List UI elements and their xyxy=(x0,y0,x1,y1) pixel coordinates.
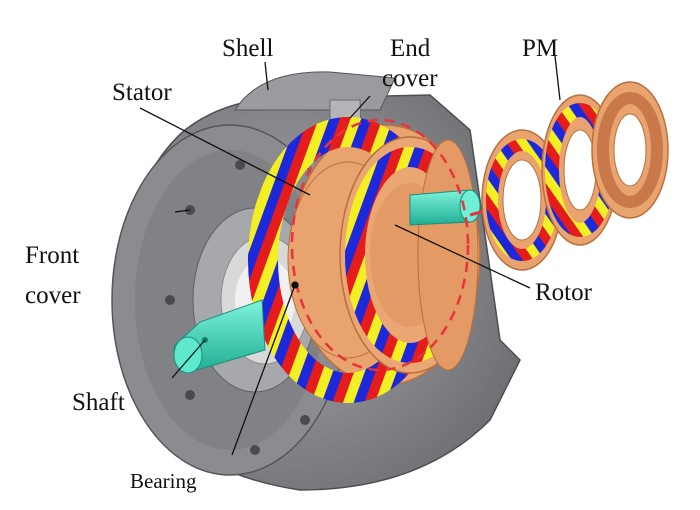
pm-leader xyxy=(554,55,561,101)
label-shell: Shell xyxy=(222,35,273,62)
label-stator: Stator xyxy=(112,79,172,106)
pm-rings xyxy=(481,81,669,271)
label-shaft: Shaft xyxy=(72,389,125,416)
label-front-cover-line2: cover xyxy=(25,282,81,309)
shaft-leader xyxy=(171,339,206,379)
label-rotor: Rotor xyxy=(535,279,593,306)
end-cover-leader xyxy=(349,95,371,119)
label-front-cover-line1: Front xyxy=(25,242,79,269)
leader-lines xyxy=(139,55,561,456)
front-cover-leader xyxy=(174,209,191,213)
shell-leader xyxy=(264,61,269,91)
label-bearing: Bearing xyxy=(130,469,197,493)
label-end-cover-line1: End xyxy=(390,35,431,62)
bearing-leader xyxy=(231,284,296,456)
label-end-cover-line2: cover xyxy=(382,65,438,92)
rotor-leader xyxy=(394,224,531,289)
shaft xyxy=(173,189,481,374)
stator-leader xyxy=(139,107,311,196)
label-pm: PM xyxy=(522,35,558,62)
